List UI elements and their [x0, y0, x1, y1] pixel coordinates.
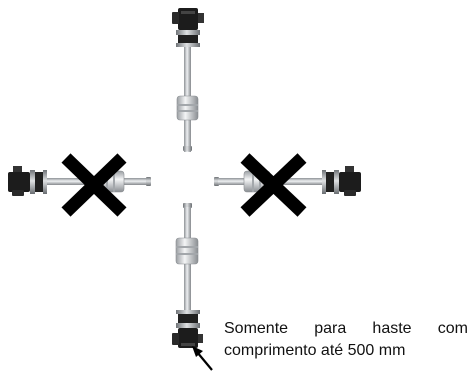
float-bottom — [175, 237, 199, 265]
note-word: com — [437, 320, 468, 337]
connector-box-left — [8, 172, 30, 192]
cross-mark-right — [240, 153, 307, 217]
note-word: haste — [372, 320, 412, 337]
sensor-top — [172, 8, 204, 152]
note-word: Somente — [224, 320, 289, 337]
float-top — [176, 95, 199, 121]
connector-box-right — [339, 172, 361, 192]
note-line-2: comprimento até 500 mm — [224, 342, 406, 359]
cross-mark-left — [61, 153, 127, 217]
sensor-bottom — [172, 203, 203, 348]
pointer-arrow — [192, 346, 213, 371]
note-word: para — [314, 320, 347, 337]
note-line-1: Somente para haste com — [224, 318, 468, 340]
note-text: Somente para haste com comprimento até 5… — [224, 318, 468, 362]
